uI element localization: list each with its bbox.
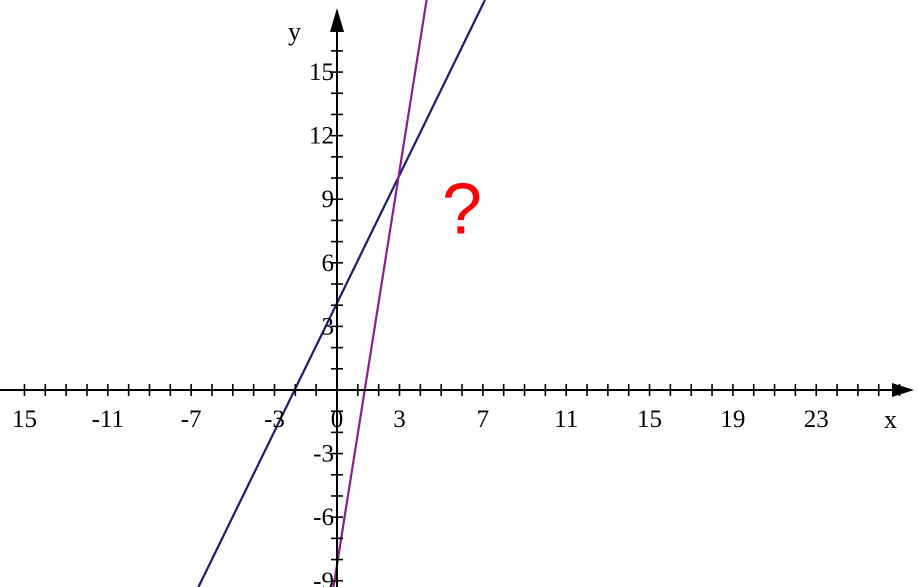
x-tick-label: 7 bbox=[477, 406, 490, 433]
x-tick-label: 23 bbox=[804, 406, 829, 433]
series-line-1 bbox=[197, 0, 486, 587]
y-tick-label: 9 bbox=[322, 186, 335, 213]
axes-layer bbox=[0, 8, 914, 587]
series-line-2 bbox=[332, 0, 428, 587]
x-tick-label: -7 bbox=[181, 406, 202, 433]
x-tick-label: -3 bbox=[264, 406, 285, 433]
x-tick-label: 3 bbox=[393, 406, 406, 433]
x-axis-arrow bbox=[892, 383, 914, 397]
y-tick-label: 3 bbox=[322, 313, 335, 340]
x-tick-label: -11 bbox=[92, 406, 124, 433]
y-tick-label: -3 bbox=[313, 441, 334, 468]
ticks-layer bbox=[23, 28, 901, 582]
y-tick-label: 6 bbox=[322, 250, 335, 277]
y-tick-label: 12 bbox=[309, 123, 334, 150]
y-tick-label: 15 bbox=[309, 59, 334, 86]
x-tick-label: 11 bbox=[554, 406, 578, 433]
question-mark-annotation: ? bbox=[442, 170, 482, 250]
y-tick-label: -6 bbox=[313, 504, 334, 531]
x-axis-label: x bbox=[884, 405, 897, 434]
y-tick-label: -9 bbox=[313, 568, 334, 587]
x-tick-label: 15 bbox=[637, 406, 662, 433]
x-tick-label: 19 bbox=[720, 406, 745, 433]
labels-layer: 15 -11 -7 -3 0 3 7 11 15 19 23 15 12 9 6 3 -3 -6 -9 bbox=[12, 59, 829, 587]
x-tick-label: 15 bbox=[12, 406, 37, 433]
y-axis-arrow bbox=[330, 8, 344, 32]
series-layer bbox=[197, 0, 486, 587]
y-axis-label: y bbox=[288, 17, 301, 46]
x-tick-label: 0 bbox=[331, 406, 344, 433]
